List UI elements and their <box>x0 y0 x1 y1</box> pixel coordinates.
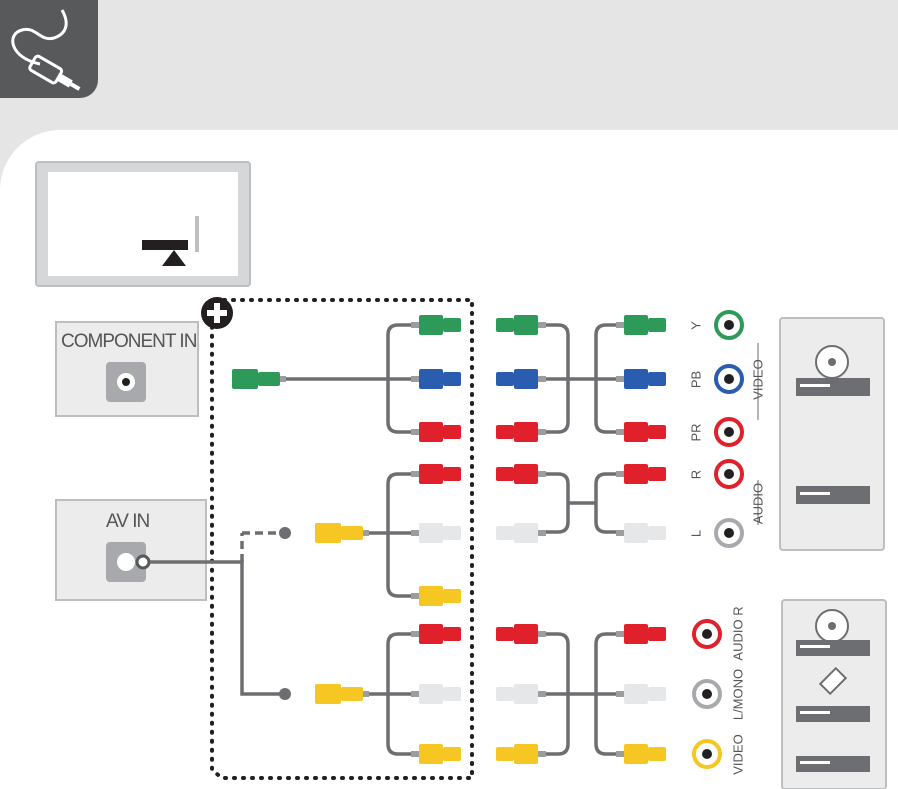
plus-icon <box>201 297 233 329</box>
port-label-r: R <box>688 469 704 480</box>
plug-connectors <box>232 315 666 764</box>
audio-group-label: AUDIO <box>750 482 766 525</box>
port-label-pb: PB <box>688 370 704 389</box>
tv-frame <box>35 161 251 287</box>
dotted-boundary <box>210 298 474 780</box>
av-in-port <box>55 499 207 601</box>
port-label-l: L <box>688 529 704 538</box>
av-port-label-video: VIDEO <box>730 734 746 775</box>
port-label-pr: PR <box>688 423 704 442</box>
cable-plug-icon <box>0 0 98 98</box>
port-label-y: Y <box>688 321 704 330</box>
cables <box>150 323 620 756</box>
component-in-label: COMPONENT IN <box>61 331 197 352</box>
video-group-label: VIDEO <box>750 359 766 400</box>
av-devices-panel <box>781 599 887 789</box>
device-jacks-component <box>714 310 759 548</box>
av-port-label-l-mono: L/MONO <box>730 668 746 721</box>
device-jacks-av <box>692 619 722 769</box>
component-in-port <box>55 321 199 417</box>
av-in-label: AV IN <box>106 511 150 532</box>
av-port-label-audio-r: AUDIO R <box>730 606 746 661</box>
component-devices-panel <box>779 317 885 551</box>
